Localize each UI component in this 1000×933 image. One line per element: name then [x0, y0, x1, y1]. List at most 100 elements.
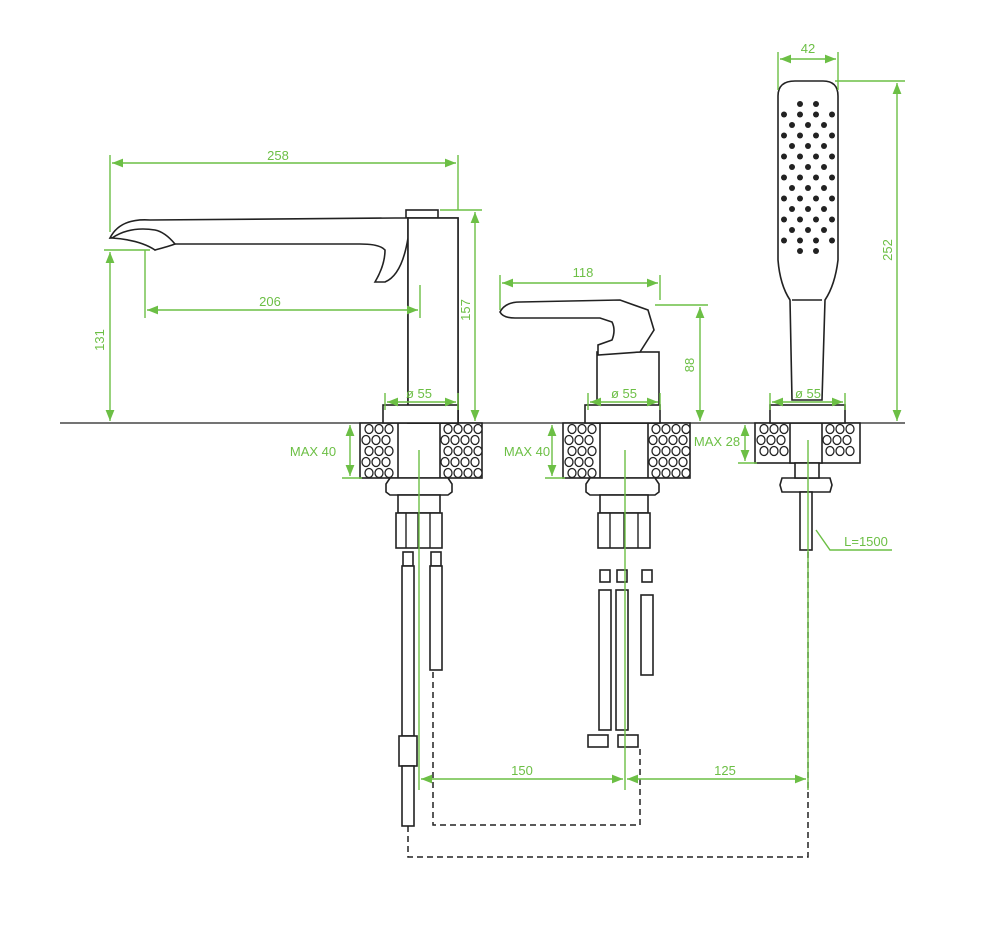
stone-texture — [473, 423, 483, 435]
nozzle-dot — [829, 216, 835, 223]
stone-texture — [361, 456, 371, 468]
stone-texture — [381, 434, 391, 446]
stone-texture — [658, 434, 668, 446]
dim-shower-height: 252 — [880, 239, 895, 261]
dim-hose-length: L=1500 — [844, 534, 888, 549]
stone-texture — [587, 423, 597, 435]
dim-spout-length: 258 — [267, 148, 289, 163]
stone-texture — [658, 456, 668, 468]
nozzle-dot — [829, 174, 835, 181]
stone-texture — [374, 467, 384, 479]
stone-texture — [564, 434, 574, 446]
nozzle-dot — [813, 216, 819, 223]
stone-texture — [681, 423, 691, 435]
nozzle-dot — [829, 237, 835, 244]
nozzle-dot — [821, 206, 827, 212]
stone-texture — [587, 445, 597, 457]
nozzle-dot — [789, 206, 795, 212]
stone-texture — [381, 456, 391, 468]
nozzle-dot — [781, 216, 787, 223]
nozzle-dot — [805, 143, 811, 149]
nozzle-dot — [813, 174, 819, 181]
stone-texture — [577, 445, 587, 457]
stone-texture — [671, 445, 681, 457]
countertop-sections — [359, 422, 861, 479]
nozzle-dot — [797, 248, 803, 254]
stone-texture — [678, 456, 688, 468]
stone-texture — [825, 423, 835, 435]
nozzle-dot — [813, 248, 819, 254]
stone-texture — [567, 467, 577, 479]
nozzle-dot — [781, 237, 787, 244]
stone-texture — [463, 467, 473, 479]
nozzle-dot — [813, 153, 819, 160]
nozzle-dot — [797, 153, 803, 160]
nozzle-dot — [789, 227, 795, 233]
stone-texture — [470, 434, 480, 446]
stone-texture — [364, 445, 374, 457]
stone-texture — [845, 423, 855, 435]
nozzle-dot — [797, 174, 803, 181]
nozzle-dot — [797, 132, 803, 139]
dim-mixer-width: 118 — [573, 265, 594, 280]
stone-texture — [766, 434, 776, 446]
stone-texture — [460, 456, 470, 468]
stone-texture — [567, 445, 577, 457]
stone-texture — [574, 434, 584, 446]
stone-texture — [759, 445, 769, 457]
stone-texture — [371, 456, 381, 468]
stone-texture — [374, 423, 384, 435]
stone-texture — [443, 445, 453, 457]
stone-texture — [450, 434, 460, 446]
stone-texture — [671, 467, 681, 479]
nozzle-dot — [789, 122, 795, 128]
nozzle-dot — [789, 164, 795, 170]
nozzle-dot — [821, 122, 827, 128]
stone-texture — [584, 456, 594, 468]
nozzle-dot — [805, 164, 811, 170]
stone-texture — [584, 434, 594, 446]
stone-texture — [577, 467, 587, 479]
stone-texture — [825, 445, 835, 457]
nozzle-dot — [813, 132, 819, 139]
stone-texture — [440, 456, 450, 468]
dim-mixer-base-diameter: ø 55 — [611, 386, 637, 401]
stone-texture — [756, 434, 766, 446]
dim-mixer-max-deck: MAX 40 — [504, 444, 550, 459]
stone-texture — [842, 434, 852, 446]
stone-texture — [443, 467, 453, 479]
stone-texture — [822, 434, 832, 446]
nozzle-dot — [805, 122, 811, 128]
dim-spacing-spout-mixer: 150 — [511, 763, 533, 778]
stone-texture — [450, 456, 460, 468]
stone-texture — [574, 456, 584, 468]
nozzle-dot — [797, 216, 803, 223]
stone-texture — [470, 456, 480, 468]
nozzle-dot — [821, 143, 827, 149]
nozzle-dot — [829, 132, 835, 139]
nozzle-dot — [821, 164, 827, 170]
stone-texture — [671, 423, 681, 435]
stone-texture — [364, 423, 374, 435]
nozzle-dot — [797, 111, 803, 118]
stone-texture — [364, 467, 374, 479]
dim-mixer-height: 88 — [682, 358, 697, 372]
mixer-tap — [499, 299, 661, 748]
stone-texture — [668, 434, 678, 446]
stone-texture — [779, 423, 789, 435]
nozzle-dot — [821, 185, 827, 191]
stone-texture — [473, 445, 483, 457]
stone-texture — [651, 445, 661, 457]
stone-texture — [661, 467, 671, 479]
dim-spout-clearance: 131 — [92, 329, 107, 351]
nozzle-dot — [805, 227, 811, 233]
stone-texture — [769, 445, 779, 457]
basin-spout — [108, 209, 459, 827]
stone-texture — [384, 423, 394, 435]
nozzle-dot — [813, 195, 819, 202]
nozzle-dot — [789, 185, 795, 191]
stone-texture — [681, 467, 691, 479]
nozzle-dot — [829, 111, 835, 118]
stone-texture — [661, 445, 671, 457]
